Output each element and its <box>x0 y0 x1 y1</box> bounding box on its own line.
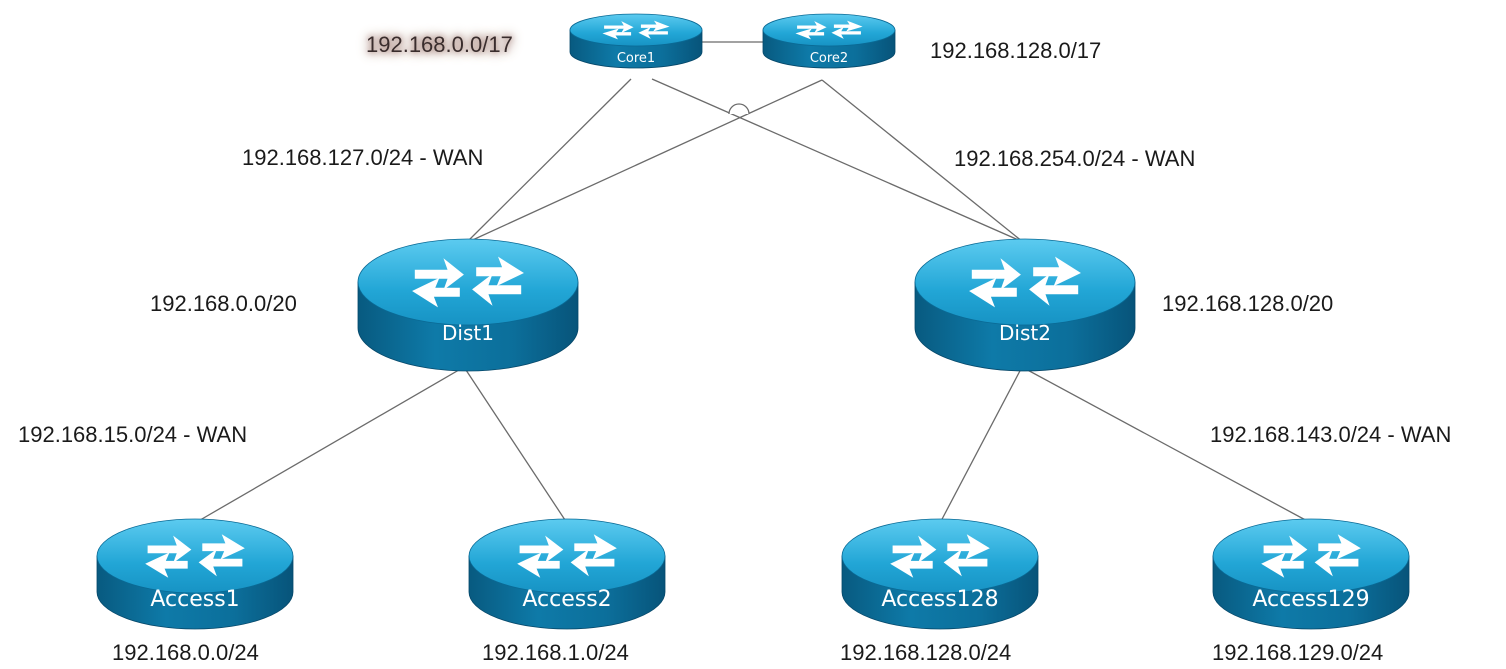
wan-right-label: 192.168.254.0/24 - WAN <box>954 146 1196 171</box>
link-core2-dist2 <box>821 79 1024 243</box>
access128-subnet-label: 192.168.128.0/24 <box>840 640 1012 665</box>
wan-dist2-label: 192.168.143.0/24 - WAN <box>1210 422 1452 447</box>
dist1-subnet-label: 192.168.0.0/20 <box>150 291 297 316</box>
link-dist1-access2 <box>463 366 568 524</box>
link-core1-dist1 <box>465 78 632 244</box>
router-top <box>468 518 666 594</box>
router-top <box>914 238 1136 326</box>
wan-left-label: 192.168.127.0/24 - WAN <box>242 145 484 170</box>
router-core1[interactable]: Core1 <box>569 13 703 69</box>
link-crossing-hop <box>728 103 750 115</box>
access2-subnet-label: 192.168.1.0/24 <box>482 640 629 665</box>
router-name-dist1: Dist1 <box>442 321 494 345</box>
router-core2[interactable]: Core2 <box>762 13 896 69</box>
router-access128[interactable]: Access128 <box>841 518 1039 630</box>
router-top <box>96 518 294 594</box>
router-name-access129: Access129 <box>1252 587 1369 612</box>
access1-subnet-label: 192.168.0.0/24 <box>112 640 259 665</box>
link-core1-dist2 <box>651 78 1024 243</box>
link-dist2-access128 <box>939 366 1023 524</box>
dist2-subnet-label: 192.168.128.0/20 <box>1162 291 1334 316</box>
router-name-dist2: Dist2 <box>999 321 1051 345</box>
router-dist2[interactable]: Dist2 <box>914 238 1136 372</box>
router-top <box>841 518 1039 594</box>
router-access1[interactable]: Access1 <box>96 518 294 630</box>
core1-subnet-label: 192.168.0.0/17 <box>366 32 513 57</box>
router-top <box>762 13 896 47</box>
wan-dist1-label: 192.168.15.0/24 - WAN <box>18 422 248 447</box>
router-top <box>569 13 703 47</box>
router-access2[interactable]: Access2 <box>468 518 666 630</box>
link-core2-dist1 <box>465 79 823 244</box>
links-layer <box>194 41 1312 524</box>
router-access129[interactable]: Access129 <box>1212 518 1410 630</box>
router-dist1[interactable]: Dist1 <box>357 238 579 372</box>
router-name-core1: Core1 <box>617 51 655 66</box>
router-top <box>1212 518 1410 594</box>
router-top <box>357 238 579 326</box>
router-name-core2: Core2 <box>810 51 848 66</box>
link-dist1-access1 <box>194 366 465 524</box>
core2-subnet-label: 192.168.128.0/17 <box>930 38 1102 63</box>
router-name-access128: Access128 <box>881 587 998 612</box>
access129-subnet-label: 192.168.129.0/24 <box>1212 640 1384 665</box>
router-name-access1: Access1 <box>150 587 239 612</box>
link-dist2-access129 <box>1021 366 1312 524</box>
router-name-access2: Access2 <box>522 587 611 612</box>
